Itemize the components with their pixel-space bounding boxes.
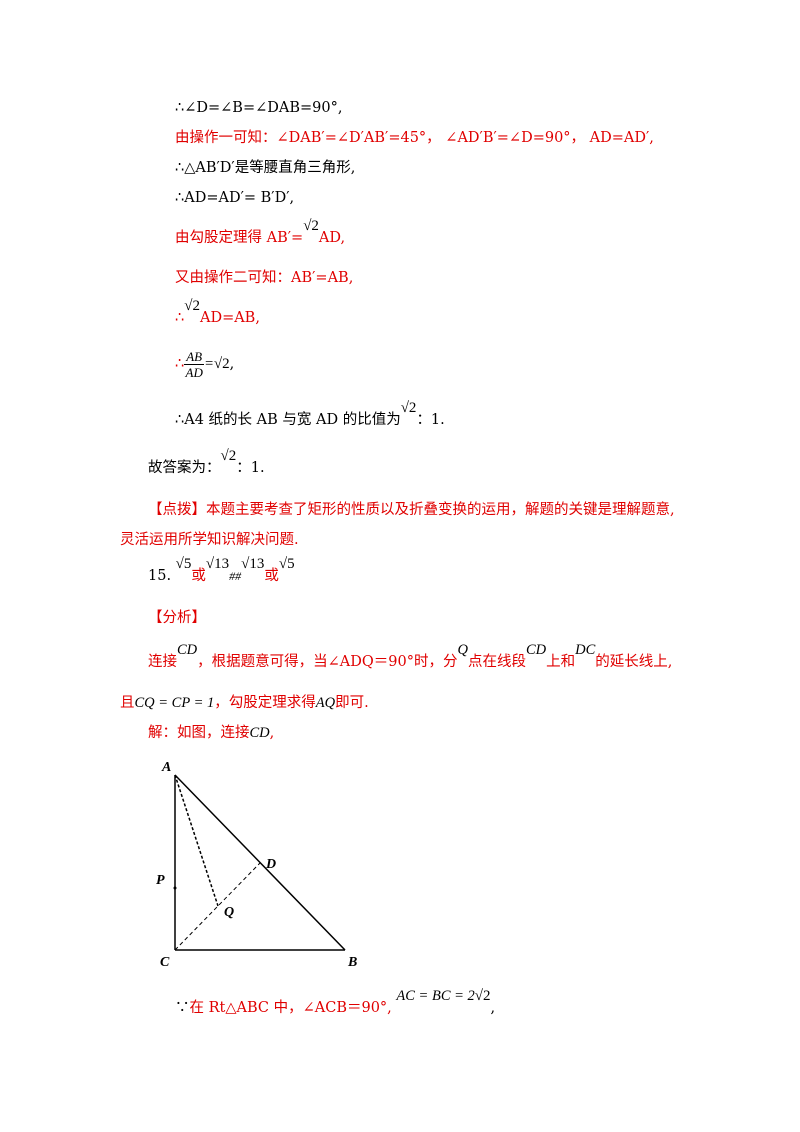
- side-ab: [174, 774, 346, 951]
- sqrt-two: √2: [303, 218, 319, 234]
- line5-text-a: 由勾股定理得 AB′=: [175, 230, 304, 246]
- line5-text-b: AD,: [318, 230, 346, 246]
- equation-ac-bc: AC = BC = 2: [396, 988, 475, 1004]
- equals-sign: =: [204, 356, 214, 372]
- triangle-figure: A B C D P Q: [156, 760, 357, 970]
- analysis-text-e: 的延长线上,: [595, 654, 673, 670]
- solution-line-2: ∵在 Rt△ABC 中，∠ACB＝90°, AC = BC = 2√2,: [175, 988, 496, 1018]
- line8-therefore: ∴: [175, 356, 185, 372]
- sqrt-two: √2: [213, 356, 230, 372]
- question-number: 15.: [148, 568, 172, 584]
- analysis-line-2: 且CQ = CP = 1，勾股定理求得AQ即可.: [120, 693, 369, 713]
- analysis-text-g: ，勾股定理求得: [214, 695, 316, 711]
- segment-cd-3: CD: [249, 725, 270, 741]
- proof-line-9: ∴A4 纸的长 AB 与宽 AD 的比值为√2：1.: [175, 400, 445, 430]
- question-15-answer: 15. √5或√13##√13或√5: [148, 556, 295, 586]
- sqrt-thirteen: √13: [241, 556, 265, 572]
- label-p: P: [156, 873, 165, 888]
- label-q: Q: [224, 905, 234, 920]
- point-p-dot: [173, 886, 177, 890]
- solution-text-a: 解：如图，连接: [148, 725, 250, 741]
- label-c: C: [160, 955, 170, 970]
- line8-comma: ,: [229, 356, 235, 372]
- equation-cq-cp: CQ = CP = 1: [134, 695, 215, 711]
- sqrt-five: √5: [175, 556, 192, 572]
- proof-line-3: ∴△AB′D′是等腰直角三角形,: [175, 160, 356, 176]
- answer-label: 故答案为：: [148, 460, 221, 476]
- segment-cd-2: CD: [525, 642, 547, 658]
- analysis-text-d: 上和: [546, 654, 576, 670]
- sqrt-two: √2: [400, 400, 417, 416]
- label-d: D: [265, 857, 276, 872]
- segment-aq-line: [174, 774, 219, 907]
- solution-line-1: 解：如图，连接CD,: [148, 723, 274, 743]
- point-q: Q: [457, 642, 468, 658]
- segment-cd-line: [174, 862, 261, 951]
- sqrt-thirteen: √13: [205, 556, 230, 572]
- proof-line-1: ∴∠D=∠B=∠DAB=90°,: [175, 100, 343, 116]
- separator-hash: ##: [229, 569, 242, 583]
- answer-line: 故答案为：√2：1.: [148, 448, 265, 478]
- solution-text-c: 在 Rt△ABC 中，∠ACB＝90°,: [189, 1000, 392, 1016]
- analysis-line-1: 连接CD，根据题意可得，当∠ADQ＝90°时，分Q点在线段CD上和DC的延长线上…: [148, 642, 673, 672]
- segment-aq: AQ: [315, 695, 336, 711]
- or-word-1: 或: [191, 568, 206, 584]
- proof-line-6: 又由操作二可知：AB′=AB,: [175, 270, 354, 286]
- tip-line-1: 【点拨】本题主要考查了矩形的性质以及折叠变换的运用，解题的关键是理解题意,: [148, 502, 675, 518]
- line9-text-a: ∴A4 纸的长 AB 与宽 AD 的比值为: [175, 412, 401, 428]
- sqrt-two: √2: [220, 448, 237, 464]
- segment-dc: DC: [575, 642, 596, 658]
- line7-text-b: AD=AB,: [199, 310, 260, 326]
- solution-text-b: ,: [269, 725, 275, 741]
- analysis-text-h: 即可.: [335, 695, 369, 711]
- solution-comma: ,: [490, 1000, 496, 1016]
- analysis-text-b: ，根据题意可得，当∠ADQ＝90°时，分: [197, 654, 458, 670]
- analysis-text-c: 点在线段: [467, 654, 526, 670]
- label-b: B: [347, 955, 357, 970]
- segment-cd: CD: [177, 642, 198, 658]
- proof-line-7: ∴√2AD=AB,: [175, 298, 260, 328]
- analysis-text-f: 且: [120, 695, 135, 711]
- proof-line-4: ∴AD=AD′= B′D′,: [175, 190, 295, 206]
- sqrt-two: √2: [474, 988, 491, 1004]
- sqrt-two: √2: [184, 298, 200, 314]
- analysis-text-a: 连接: [148, 654, 177, 670]
- line9-text-b: ：1.: [416, 412, 445, 428]
- proof-line-5: 由勾股定理得 AB′=√2AD,: [175, 218, 346, 248]
- answer-ratio: ：1.: [236, 460, 265, 476]
- tip-line-2: 灵活运用所学知识解决问题.: [120, 532, 299, 548]
- analysis-heading: 【分析】: [148, 610, 206, 626]
- line7-text-a: ∴: [175, 310, 185, 326]
- fraction-denominator: AD: [185, 364, 203, 380]
- sqrt-five: √5: [278, 556, 295, 572]
- fraction-numerator: AB: [184, 348, 205, 365]
- label-a: A: [161, 760, 171, 775]
- or-word-2: 或: [264, 568, 279, 584]
- proof-line-2: 由操作一可知：∠DAB′=∠D′AB′=45°， ∠AD′B′=∠D=90°， …: [175, 130, 654, 146]
- because-symbol: ∵: [175, 1000, 190, 1016]
